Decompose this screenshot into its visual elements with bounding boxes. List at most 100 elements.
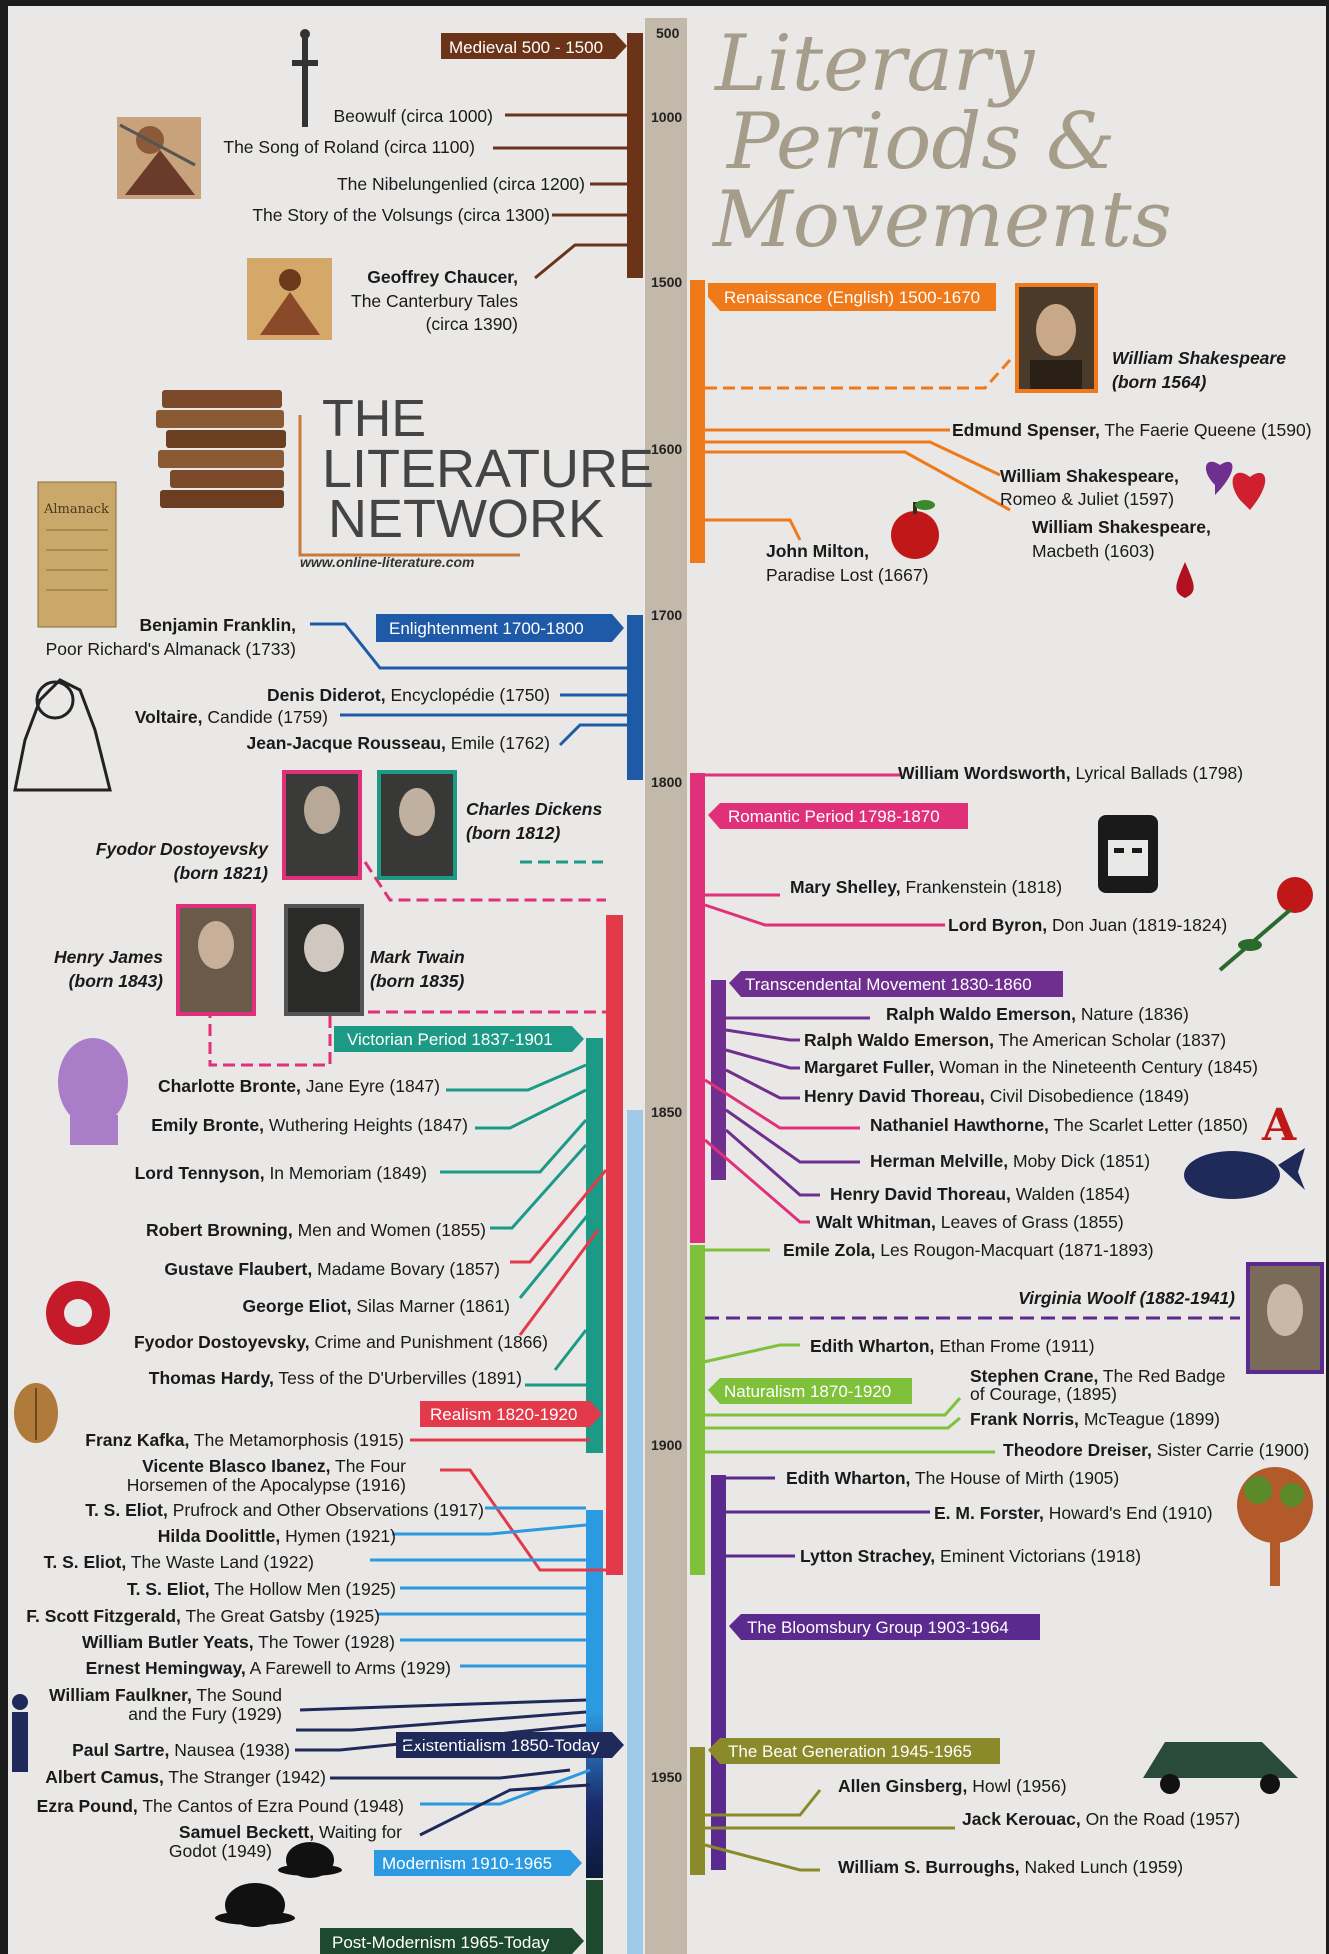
svg-text:Modernism 1910-1965: Modernism 1910-1965 bbox=[382, 1854, 552, 1873]
entry-ibanez: Vicente Blasco Ibanez, The Four bbox=[142, 1456, 406, 1476]
entry-eliotg: George Eliot, Silas Marner (1861) bbox=[243, 1296, 510, 1316]
beat-generation-period-bar bbox=[690, 1747, 705, 1875]
year-label: 1950 bbox=[651, 1769, 682, 1785]
title-line-2: Periods & bbox=[725, 97, 1116, 187]
entry-crane: Stephen Crane, The Red Badge bbox=[970, 1366, 1226, 1386]
title-line-1: Literary bbox=[713, 19, 1035, 109]
svg-text:Medieval 500 - 1500: Medieval 500 - 1500 bbox=[449, 38, 603, 57]
logo-url: www.online-literature.com bbox=[300, 554, 475, 570]
entry-norris: Frank Norris, McTeague (1899) bbox=[970, 1409, 1220, 1429]
shakespeare-portrait bbox=[1015, 283, 1098, 393]
svg-text:Victorian Period 1837-1901: Victorian Period 1837-1901 bbox=[347, 1030, 553, 1049]
entry-sartre: Paul Sartre, Nausea (1938) bbox=[72, 1740, 290, 1760]
entry-doolittle: Hilda Doolittle, Hymen (1921) bbox=[158, 1526, 396, 1546]
walking-man-icon bbox=[12, 1694, 28, 1772]
entry-forster: E. M. Forster, Howard's End (1910) bbox=[934, 1503, 1213, 1523]
entry-yeats: William Butler Yeats, The Tower (1928) bbox=[82, 1632, 395, 1652]
james-portrait bbox=[176, 904, 256, 1016]
dickens-portrait bbox=[377, 770, 457, 880]
entry-rousseau: Jean-Jacque Rousseau, Emile (1762) bbox=[247, 733, 550, 753]
born-james: (born 1843) bbox=[69, 971, 163, 991]
entry-dostoy2: Fyodor Dostoyevsky, Crime and Punishment… bbox=[134, 1332, 548, 1352]
author-chaucer: Geoffrey Chaucer, bbox=[367, 267, 518, 287]
work-milton: Paradise Lost (1667) bbox=[766, 565, 928, 585]
entry-flaubert: Gustave Flaubert, Madame Bovary (1857) bbox=[164, 1259, 500, 1279]
svg-text:Geoffrey Chaucer,: Geoffrey Chaucer, bbox=[367, 267, 518, 287]
entry-strachey: Lytton Strachey, Eminent Victorians (191… bbox=[800, 1546, 1141, 1566]
period-tag-naturalism: Naturalism 1870-1920 bbox=[708, 1378, 912, 1404]
period-tag-realism: Realism 1820-1920 bbox=[420, 1401, 602, 1427]
transcendental-period-bar bbox=[711, 980, 726, 1180]
author-dickens: Charles Dickens bbox=[466, 799, 602, 819]
connector-lines bbox=[208, 113, 1240, 1872]
dostoyevsky-portrait bbox=[282, 770, 362, 880]
period-tag-bloomsbury: The Bloomsbury Group 1903-1964 bbox=[729, 1614, 1040, 1640]
entry-wharton1: Edith Wharton, Ethan Frome (1911) bbox=[810, 1336, 1095, 1356]
entry-eliot1: T. S. Eliot, Prufrock and Other Observat… bbox=[85, 1500, 484, 1520]
svg-text:Romantic Period 1798-1870: Romantic Period 1798-1870 bbox=[728, 807, 940, 826]
postmodernism-period-bar bbox=[586, 1880, 603, 1954]
entry-beckett-cont: Godot (1949) bbox=[169, 1841, 272, 1861]
entry-kafka: Franz Kafka, The Metamorphosis (1915) bbox=[85, 1430, 404, 1450]
svg-text:Existentialism 1850-Today: Existentialism 1850-Today bbox=[402, 1736, 600, 1755]
year-label: 1850 bbox=[651, 1104, 682, 1120]
period-tag-enlightenment: Enlightenment 1700-1800 bbox=[376, 614, 624, 642]
svg-text:Enlightenment 1700-1800: Enlightenment 1700-1800 bbox=[389, 619, 584, 638]
modernism-period-bar bbox=[586, 1510, 603, 1878]
woolf-portrait bbox=[1246, 1262, 1324, 1374]
entry-zola: Emile Zola, Les Rougon-Macquart (1871-18… bbox=[783, 1240, 1154, 1260]
entry-diderot: Denis Diderot, Encyclopédie (1750) bbox=[267, 685, 550, 705]
period-tag-romantic: Romantic Period 1798-1870 bbox=[708, 803, 968, 829]
literature-network-logo: THE LITERATURE NETWORK www.online-litera… bbox=[298, 390, 654, 570]
born-dostoyevsky: (born 1821) bbox=[174, 863, 268, 883]
renaissance-period-bar bbox=[690, 280, 705, 563]
tree-icon bbox=[1237, 1467, 1313, 1586]
year-label: 1600 bbox=[651, 441, 682, 457]
svg-text:Realism 1820-1920: Realism 1820-1920 bbox=[430, 1405, 577, 1424]
entry-whitman: Walt Whitman, Leaves of Grass (1855) bbox=[816, 1212, 1124, 1232]
entry-dreiser: Theodore Dreiser, Sister Carrie (1900) bbox=[1003, 1440, 1309, 1460]
hearts-icon bbox=[1205, 461, 1266, 510]
scarlet-letter-icon: A bbox=[1261, 1100, 1297, 1151]
knights-illustration bbox=[117, 117, 201, 199]
period-tag-renaissance: Renaissance (English) 1500-1670 bbox=[708, 283, 996, 311]
logo-line-3: NETWORK bbox=[328, 489, 604, 549]
svg-text:The Beat Generation 1945-1965: The Beat Generation 1945-1965 bbox=[728, 1742, 972, 1761]
bloomsbury-period-bar bbox=[711, 1475, 726, 1870]
born-twain: (born 1835) bbox=[370, 971, 464, 991]
entry-melville: Herman Melville, Moby Dick (1851) bbox=[870, 1151, 1150, 1171]
work-roland: The Song of Roland (circa 1100) bbox=[223, 137, 475, 157]
work-franklin: Poor Richard's Almanack (1733) bbox=[46, 639, 296, 659]
central-timeline-axis bbox=[645, 18, 687, 1954]
entry-camus: Albert Camus, The Stranger (1942) bbox=[45, 1767, 326, 1787]
author-dostoyevsky: Fyodor Dostoyevsky bbox=[96, 839, 269, 859]
entry-eliot2: T. S. Eliot, The Waste Land (1922) bbox=[44, 1552, 314, 1572]
entry-spenser: Edmund Spenser, The Faerie Queene (1590) bbox=[952, 420, 1312, 440]
author-franklin: Benjamin Franklin, bbox=[139, 615, 296, 635]
period-tag-beat-generation: The Beat Generation 1945-1965 bbox=[708, 1738, 1000, 1764]
existentialism-period-bar bbox=[627, 1110, 643, 1954]
entry-tennyson: Lord Tennyson, In Memoriam (1849) bbox=[135, 1163, 427, 1183]
entry-ibanez-cont: Horsemen of the Apocalypse (1916) bbox=[127, 1475, 406, 1495]
logo-line-1: THE bbox=[322, 390, 426, 448]
entry-woolf: Virginia Woolf (1882-1941) bbox=[1018, 1288, 1235, 1308]
svg-text:The Bloomsbury Group 1903-1964: The Bloomsbury Group 1903-1964 bbox=[747, 1618, 1009, 1637]
work-volsungs: The Story of the Volsungs (circa 1300) bbox=[252, 205, 550, 225]
dagger-icon bbox=[292, 29, 318, 127]
entry-hawthorne: Nathaniel Hawthorne, The Scarlet Letter … bbox=[870, 1115, 1248, 1135]
author-james: Henry James bbox=[54, 947, 163, 967]
victorian-period-bar bbox=[586, 1038, 603, 1453]
romantic-period-bar bbox=[690, 773, 705, 1243]
bowler-hats-icon bbox=[215, 1842, 342, 1927]
rose-icon bbox=[1218, 877, 1313, 972]
frankenstein-icon bbox=[1098, 815, 1158, 893]
logo-line-2: LITERATURE bbox=[322, 439, 654, 499]
entry-burroughs: William S. Burroughs, Naked Lunch (1959) bbox=[838, 1857, 1183, 1877]
twain-portrait bbox=[284, 904, 364, 1016]
entry-wordsworth: William Wordsworth, Lyrical Ballads (179… bbox=[898, 763, 1243, 783]
svg-text:A: A bbox=[1261, 1100, 1297, 1151]
work-romeo: Romeo & Juliet (1597) bbox=[1000, 489, 1174, 509]
svg-text:John Milton,: John Milton, bbox=[766, 541, 869, 561]
enlightenment-period-bar bbox=[627, 615, 643, 780]
